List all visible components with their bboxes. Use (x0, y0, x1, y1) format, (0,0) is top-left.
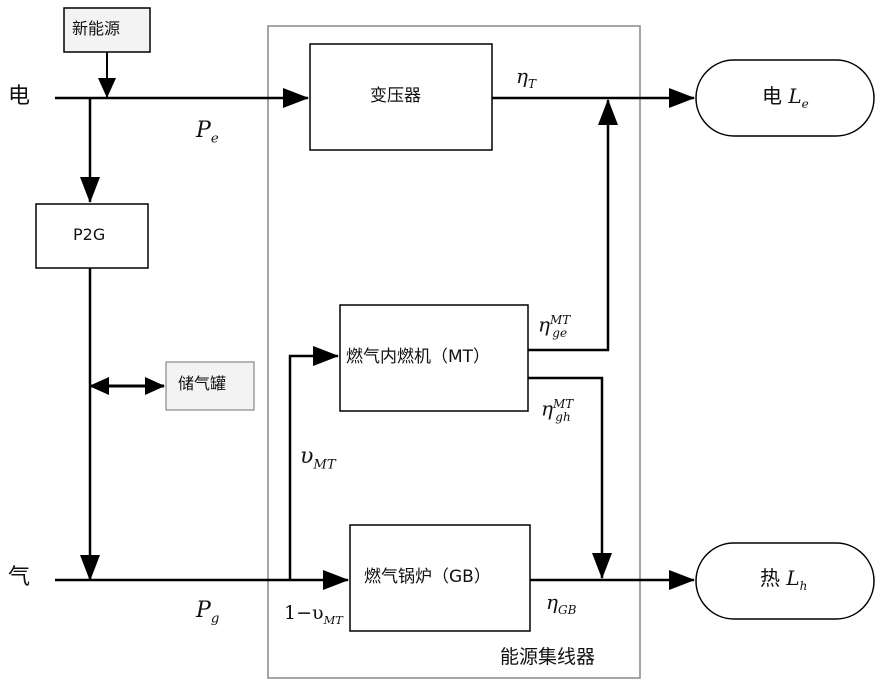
heat-load-var: L (786, 566, 799, 590)
eta-ge-symbol: ηMTge (538, 314, 567, 339)
heat-load-label: 热 Lh (760, 568, 807, 592)
elec-load-label: 电 Le (762, 86, 809, 110)
mt-label: 燃气内燃机（MT） (346, 349, 490, 366)
gb-label: 燃气锅炉（GB） (364, 569, 491, 586)
heat-load-sub: h (800, 579, 808, 593)
pe-symbol: Pe (196, 120, 219, 146)
eta-gh-symbol: ηMTgh (541, 398, 571, 423)
storage-label: 储气罐 (178, 376, 226, 392)
pg-symbol: Pg (196, 600, 219, 626)
transformer-label: 变压器 (370, 88, 421, 105)
renewable-label: 新能源 (72, 21, 120, 37)
electricity-input-label: 电 (8, 86, 30, 108)
eta-gb-symbol: ηGB (546, 592, 576, 616)
elec-load-sub: e (802, 97, 809, 111)
p2g-label: P2G (73, 227, 105, 243)
heat-load-prefix: 热 (760, 566, 780, 590)
eta-t-symbol: ηT (516, 66, 536, 90)
one-minus-v-mt-symbol: 1−υMT (284, 604, 343, 626)
elec-load-var: L (788, 84, 801, 108)
v-mt-symbol: υMT (300, 446, 336, 472)
elec-load-prefix: 电 (762, 84, 782, 108)
gas-input-label: 气 (8, 567, 30, 589)
energy-hub-label: 能源集线器 (500, 648, 595, 667)
